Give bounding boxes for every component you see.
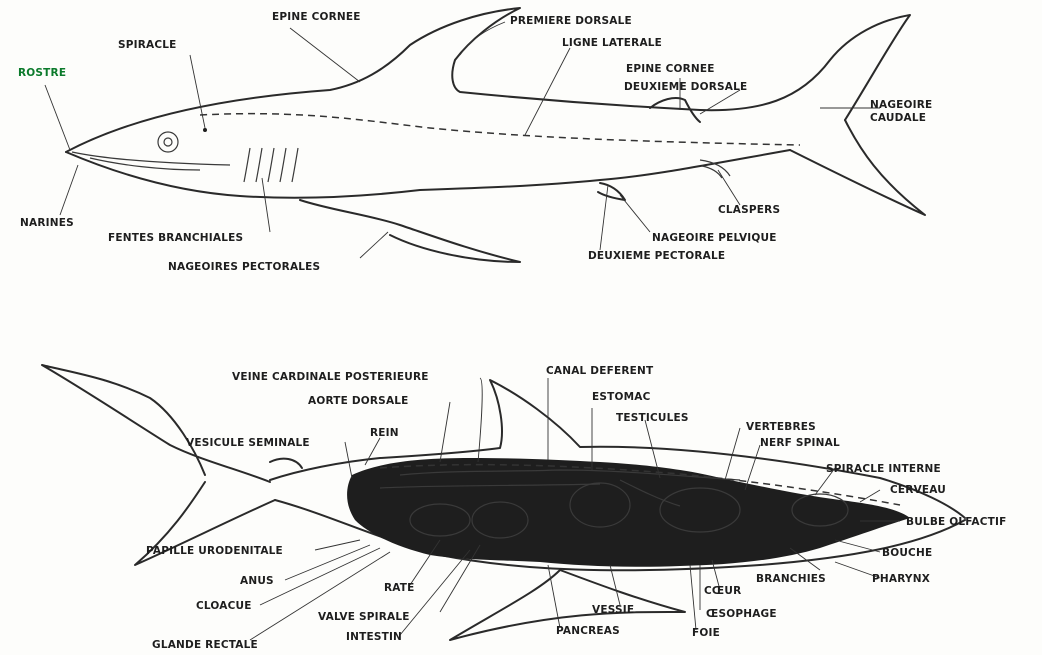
shark-caudal-lower	[790, 120, 925, 215]
label-bouche: BOUCHE	[882, 547, 932, 559]
label-epine-cornee-1: EPINE CORNEE	[272, 11, 361, 23]
label-nageoire-caudale: NAGEOIRE	[870, 99, 932, 111]
top-labels: ROSTRE NARINES SPIRACLE EPINE CORNEE PRE…	[18, 11, 932, 273]
label-papille-urogenitale: PAPILLE URODENITALE	[146, 545, 283, 557]
label-coeur: CŒUR	[704, 585, 741, 597]
label-cerveau: CERVEAU	[890, 484, 946, 496]
label-rein: REIN	[370, 427, 399, 439]
label-vesicule-seminale: VESICULE SEMINALE	[186, 437, 310, 449]
shark-pectoral-fin	[300, 200, 520, 262]
label-foie: FOIE	[692, 627, 720, 639]
label-pancreas: PANCREAS	[556, 625, 620, 637]
label-glande-rectale: GLANDE RECTALE	[152, 639, 258, 651]
label-deuxieme-pectorale: DEUXIEME PECTORALE	[588, 250, 725, 262]
label-pharynx: PHARYNX	[872, 573, 930, 585]
shark-mouth	[72, 152, 230, 170]
label-cloaque: CLOACUE	[196, 600, 252, 612]
label-nageoire-pelvique: NAGEOIRE PELVIQUE	[652, 232, 777, 244]
label-intestin: INTESTIN	[346, 631, 402, 643]
shark-ventral-outline	[66, 150, 790, 198]
label-branchies: BRANCHIES	[756, 573, 826, 585]
top-leader-lines	[45, 22, 880, 258]
label-narines: NARINES	[20, 217, 74, 229]
label-testicules: TESTICULES	[616, 412, 689, 424]
shark-pelvic-fin	[598, 183, 625, 200]
label-caudale: CAUDALE	[870, 112, 926, 124]
label-vessie: VESSIE	[592, 604, 634, 616]
label-estomac: ESTOMAC	[592, 391, 651, 403]
shark-external	[66, 8, 925, 262]
label-premiere-dorsale: PREMIERE DORSALE	[510, 15, 632, 27]
label-fentes-branchiales: FENTES BRANCHIALES	[108, 232, 243, 244]
label-spiracle: SPIRACLE	[118, 39, 177, 51]
shark-eye	[158, 132, 178, 152]
label-oesophage: ŒSOPHAGE	[706, 608, 777, 620]
label-nageoires-pectorales: NAGEOIRES PECTORALES	[168, 261, 320, 273]
label-veine-cardinale: VEINE CARDINALE POSTERIEURE	[232, 371, 429, 383]
label-vertebres: VERTEBRES	[746, 421, 816, 433]
label-rostre: ROSTRE	[18, 67, 66, 79]
label-canal-deferent: CANAL DEFERENT	[546, 365, 654, 377]
label-valve-spirale: VALVE SPIRALE	[318, 611, 410, 623]
label-nerf-spinal: NERF SPINAL	[760, 437, 840, 449]
label-bulbe-olfactif: BULBE OLFACTIF	[906, 516, 1007, 528]
label-aorte-dorsale: AORTE DORSALE	[308, 395, 409, 407]
label-spiracle-interne: SPIRACLE INTERNE	[826, 463, 941, 475]
label-epine-cornee-2: EPINE CORNEE	[626, 63, 715, 75]
label-ligne-laterale: LIGNE LATERALE	[562, 37, 662, 49]
shark-gill-slits	[244, 148, 298, 182]
label-deuxieme-dorsale: DEUXIEME DORSALE	[624, 81, 747, 93]
shark-internal	[42, 365, 965, 640]
label-rate: RATE	[384, 582, 415, 594]
label-anus: ANUS	[240, 575, 274, 587]
shark-lateral-line	[200, 114, 800, 145]
label-claspers: CLASPERS	[718, 204, 780, 216]
